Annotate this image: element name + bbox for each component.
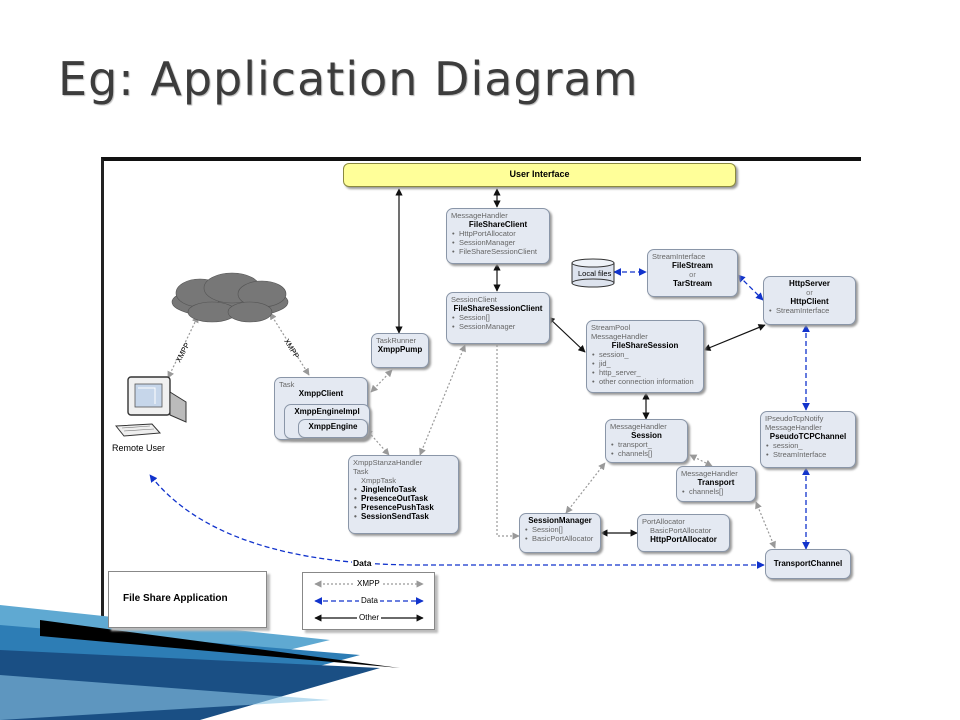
pseudo-item: session_: [766, 441, 851, 450]
fssc-type: SessionClient: [451, 295, 497, 304]
fss-item: session_: [592, 350, 699, 359]
file-share-application-box: File Share Application: [108, 571, 267, 628]
stanza-type2: Task: [353, 467, 369, 476]
session-item: transport_: [611, 440, 683, 449]
stream-or: or: [689, 270, 696, 279]
slide-title: Eg: Application Diagram: [58, 52, 639, 106]
pump-type: TaskRunner: [376, 336, 417, 345]
pump-name: XmppPump: [377, 345, 423, 354]
xmpp-engine-box: XmppEngine: [298, 419, 368, 438]
fss-name: FileShareSession: [611, 341, 679, 350]
legend-box: XMPP Data Other: [302, 572, 435, 630]
file-stream-box: StreamInterface FileStream or TarStream: [647, 249, 738, 297]
transport-box: MessageHandler Transport channels[]: [676, 466, 756, 502]
fsc-item: SessionManager: [452, 238, 545, 247]
pseudo-type1: IPseudoTcpNotify: [765, 414, 824, 423]
session-manager-name: SessionManager: [528, 516, 592, 525]
session-box: MessageHandler Session transport_ channe…: [605, 419, 688, 463]
user-interface-label: User Interface: [509, 169, 570, 179]
fsc-item: HttpPortAllocator: [452, 229, 545, 238]
stanza-type1: XmppStanzaHandler: [353, 458, 423, 467]
file-share-session-client-box: SessionClient FileShareSessionClient Ses…: [446, 292, 550, 344]
session-item: channels[]: [611, 449, 683, 458]
fsc-name: FileShareClient: [468, 220, 528, 229]
fss-type1: StreamPool: [591, 323, 631, 332]
local-files-disk-icon: [571, 258, 615, 288]
stream-name2: TarStream: [673, 279, 712, 288]
fss-item: jid_: [592, 359, 699, 368]
fssc-item: Session[]: [452, 313, 545, 322]
session-manager-item: Session[]: [525, 525, 596, 534]
port-name: HttpPortAllocator: [650, 535, 717, 544]
xmpp-pump-box: TaskRunner XmppPump: [371, 333, 429, 368]
fsc-type: MessageHandler: [451, 211, 508, 220]
fssc-name: FileShareSessionClient: [453, 304, 543, 313]
stanza-task: PresencePushTask: [354, 503, 454, 512]
http-or: or: [806, 288, 813, 297]
transport-channel-box: TransportChannel: [765, 549, 851, 579]
transport-item: channels[]: [682, 487, 751, 496]
http-item: StreamInterface: [769, 306, 851, 315]
stanza-task: JingleInfoTask: [354, 485, 454, 494]
fsc-item: FileShareSessionClient: [452, 247, 545, 256]
port-type1: PortAllocator: [642, 517, 685, 526]
pseudo-name: PseudoTCPChannel: [769, 432, 847, 441]
slide-decoration: [0, 605, 400, 720]
stanza-task: PresenceOutTask: [354, 494, 454, 503]
fss-type2: MessageHandler: [591, 332, 648, 341]
legend-data: Data: [359, 596, 380, 605]
fss-item: http_server_: [592, 368, 699, 377]
xmpp-client-type: Task: [279, 380, 295, 389]
app-label: File Share Application: [123, 593, 228, 604]
pseudo-tcp-channel-box: IPseudoTcpNotify MessageHandler PseudoTC…: [760, 411, 856, 468]
pseudo-item: StreamInterface: [766, 450, 851, 459]
session-type: MessageHandler: [610, 422, 667, 431]
data-line-label: Data: [352, 558, 373, 568]
file-share-session-box: StreamPool MessageHandler FileShareSessi…: [586, 320, 704, 393]
transport-channel-name: TransportChannel: [773, 559, 843, 568]
user-interface-bar: User Interface: [343, 163, 736, 187]
file-share-client-box: MessageHandler FileShareClient HttpPortA…: [446, 208, 550, 264]
session-name: Session: [631, 431, 662, 440]
fss-item: other connection information: [592, 377, 699, 386]
pseudo-type2: MessageHandler: [765, 423, 822, 432]
xmpp-stanza-handler-box: XmppStanzaHandler Task XmppTask JingleIn…: [348, 455, 459, 534]
transport-name: Transport: [697, 478, 735, 487]
port-type2: BasicPortAllocator: [650, 526, 712, 535]
data-connectors: [149, 268, 810, 569]
legend-other: Other: [357, 613, 382, 622]
http-name1: HttpServer: [789, 279, 830, 288]
xmpp-client-name: XmppClient: [298, 389, 344, 398]
xmpp-engine-name: XmppEngine: [308, 422, 358, 431]
http-name2: HttpClient: [790, 297, 829, 306]
stream-name1: FileStream: [672, 261, 713, 270]
network-cloud: [171, 272, 289, 323]
http-port-allocator-box: PortAllocator BasicPortAllocator HttpPor…: [637, 514, 730, 552]
fssc-item: SessionManager: [452, 322, 545, 331]
data-line-label-text: Data: [353, 558, 372, 568]
stanza-task: SessionSendTask: [354, 512, 454, 521]
legend-xmpp: XMPP: [355, 579, 382, 588]
http-server-box: HttpServer or HttpClient StreamInterface: [763, 276, 856, 325]
stanza-type3: XmppTask: [361, 476, 397, 485]
session-manager-item: BasicPortAllocator: [525, 534, 596, 543]
remote-user-computer-icon: [115, 376, 187, 437]
local-files-label: Local files: [578, 269, 612, 278]
session-manager-box: SessionManager Session[] BasicPortAlloca…: [519, 513, 601, 553]
remote-user-label: Remote User: [112, 443, 166, 453]
transport-type: MessageHandler: [681, 469, 738, 478]
xmpp-engine-impl-name: XmppEngineImpl: [294, 407, 360, 416]
stream-type: StreamInterface: [652, 252, 706, 261]
